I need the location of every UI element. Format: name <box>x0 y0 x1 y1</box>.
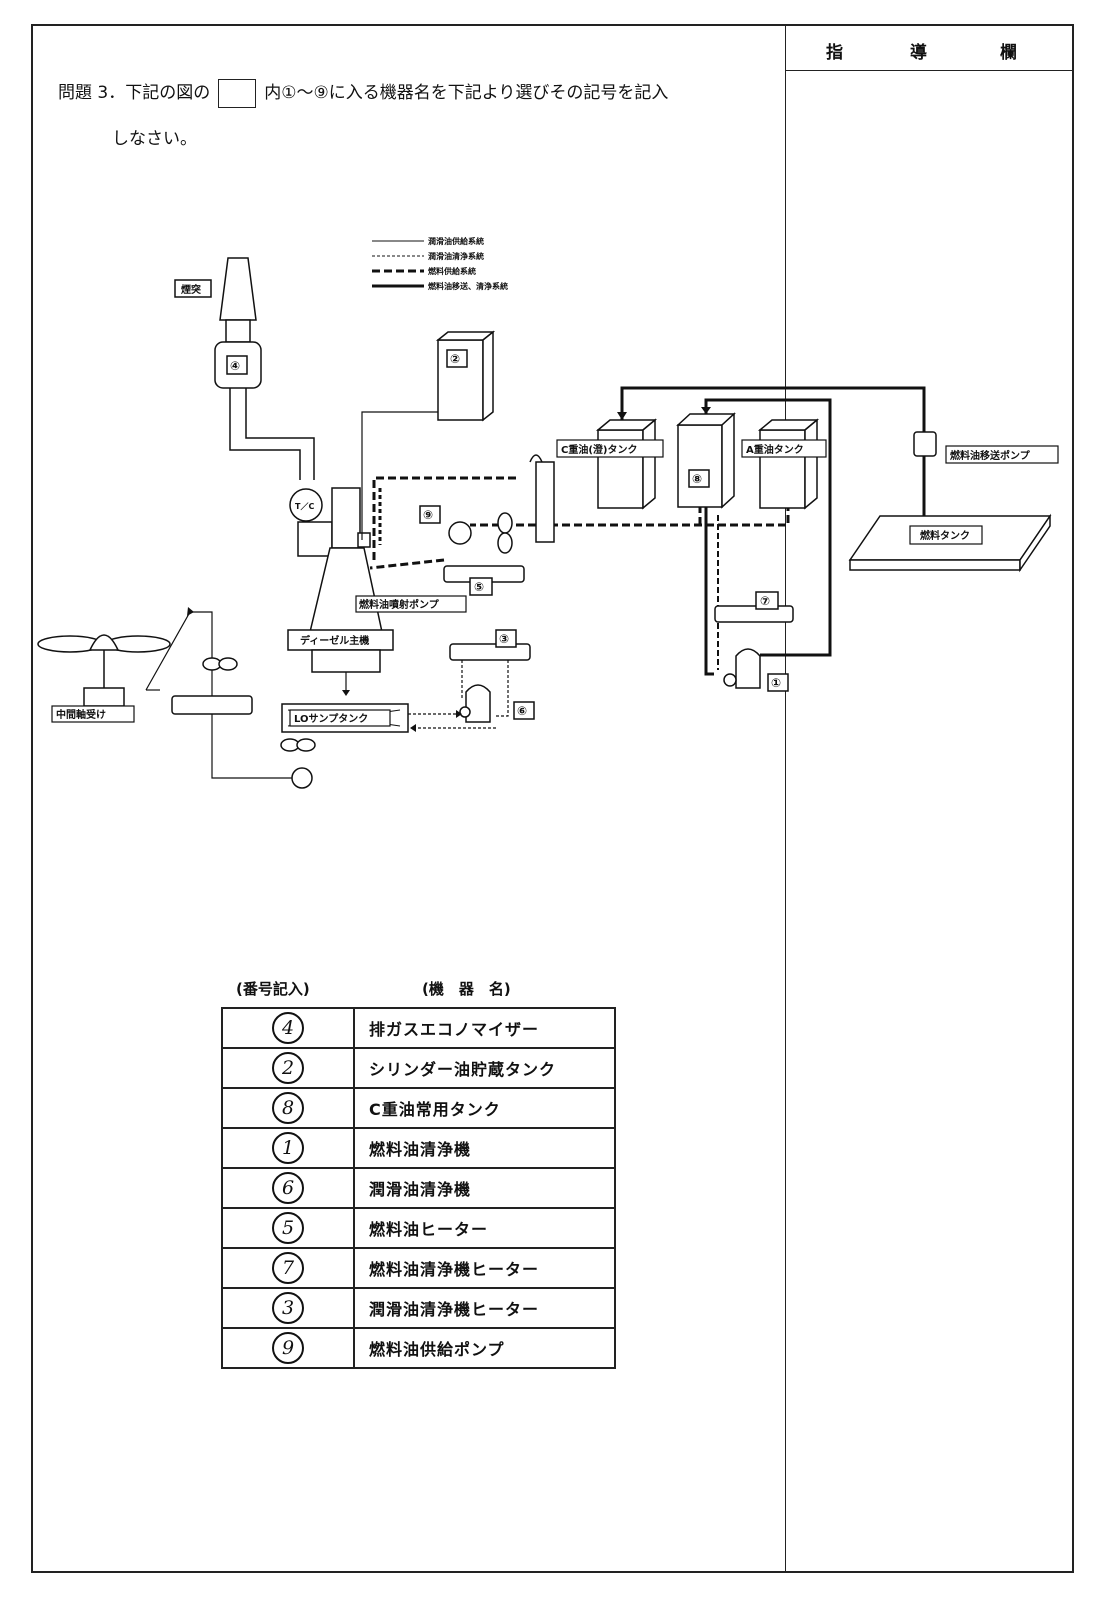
injection-pump-label: 燃料油噴射ポンプ <box>359 598 440 611</box>
equipment-name: 排ガスエコノマイザー <box>353 1007 616 1049</box>
legend: 潤滑油供給系統 潤滑油清浄系統 燃料供給系統 燃料油移送、清浄系統 <box>372 236 508 291</box>
question-line-1: 問題 3．下記の図の 内①～⑨に入る機器名を下記より選びその記号を記入 <box>58 78 668 108</box>
legend-lo-supply: 潤滑油供給系統 <box>428 236 484 246</box>
chimney-label: 煙突 <box>181 283 201 296</box>
lo-purifier-shape <box>465 684 491 723</box>
transfer-pump-label: 燃料油移送ポンプ <box>950 449 1031 462</box>
blank-number-5: ⑤ <box>474 580 484 594</box>
question-suffix: 内①～⑨に入る機器名を下記より選びその記号を記入 <box>264 83 669 103</box>
turbocharger-label: T／C <box>295 501 314 511</box>
main-engine-shape <box>309 547 383 633</box>
c-service-tank-shape <box>677 424 723 508</box>
guide-column-header: 指 導 欄 <box>786 26 1072 71</box>
handwritten-number: 5 <box>272 1212 304 1244</box>
guide-char-2: 導 <box>910 43 927 63</box>
legend-fuel-supply: 燃料供給系統 <box>428 266 476 276</box>
blank-number-3: ③ <box>499 632 509 646</box>
answer-col-number-heading: (番号記入) <box>236 980 310 998</box>
equipment-name: 潤滑油清浄機ヒーター <box>353 1287 616 1329</box>
answer-table: 4 排ガスエコノマイザー 2 シリンダー油貯蔵タンク 8 C重油常用タンク 1 … <box>221 1007 616 1369</box>
table-row: 1 燃料油清浄機 <box>221 1127 616 1169</box>
table-row: 4 排ガスエコノマイザー <box>221 1007 616 1049</box>
equipment-name: 潤滑油清浄機 <box>353 1167 616 1209</box>
guide-char-1: 指 <box>826 43 843 63</box>
table-row: 7 燃料油清浄機ヒーター <box>221 1247 616 1289</box>
intermediate-bearing-label: 中間軸受け <box>56 708 106 721</box>
question-prefix: 問題 3．下記の図の <box>58 83 211 103</box>
chimney-label-box <box>174 279 212 298</box>
equipment-name: 燃料油ヒーター <box>353 1207 616 1249</box>
legend-fuel-transfer: 燃料油移送、清浄系統 <box>428 281 508 291</box>
handwritten-number: 2 <box>272 1052 304 1084</box>
handwritten-number: 8 <box>272 1092 304 1124</box>
equipment-name: 燃料油清浄機ヒーター <box>353 1247 616 1289</box>
handwritten-number: 7 <box>272 1252 304 1284</box>
equipment-name: 燃料油清浄機 <box>353 1127 616 1169</box>
table-row: 9 燃料油供給ポンプ <box>221 1327 616 1369</box>
blank-number-7: ⑦ <box>760 594 770 608</box>
table-row: 3 潤滑油清浄機ヒーター <box>221 1287 616 1329</box>
turbocharger-shape <box>289 488 323 522</box>
guide-divider <box>785 24 786 1573</box>
handwritten-number: 3 <box>272 1292 304 1324</box>
blank-number-9: ⑨ <box>423 508 433 522</box>
blank-box-sample <box>218 78 257 108</box>
guide-char-3: 欄 <box>1000 43 1017 63</box>
chimney-shape <box>219 257 257 321</box>
table-row: 5 燃料油ヒーター <box>221 1207 616 1249</box>
table-row: 8 C重油常用タンク <box>221 1087 616 1129</box>
blank-number-4: ④ <box>230 359 240 373</box>
equipment-name: 燃料油供給ポンプ <box>353 1327 616 1369</box>
lo-sump-label: LOサンプタンク <box>294 712 368 725</box>
blank-number-1: ① <box>771 676 781 690</box>
fuel-purifier-shape <box>735 648 761 689</box>
a-heavy-tank-label: A重油タンク <box>746 443 804 456</box>
table-row: 6 潤滑油清浄機 <box>221 1167 616 1209</box>
c-heavy-tank-label: C重油(澄)タンク <box>561 443 637 456</box>
handwritten-number: 1 <box>272 1132 304 1164</box>
blank-number-2: ② <box>450 352 460 366</box>
answer-col-name-heading: (機 器 名) <box>422 980 511 998</box>
fuel-tank-label: 燃料タンク <box>920 529 970 542</box>
table-row: 2 シリンダー油貯蔵タンク <box>221 1047 616 1089</box>
system-diagram: 潤滑油供給系統 潤滑油清浄系統 燃料供給系統 燃料油移送、清浄系統 煙突 ④ T… <box>37 236 1059 789</box>
equipment-name: C重油常用タンク <box>353 1087 616 1129</box>
legend-lo-purify: 潤滑油清浄系統 <box>428 251 484 261</box>
transfer-pump-shape <box>913 431 937 457</box>
blank-number-8: ⑧ <box>692 472 702 486</box>
blank-number-6: ⑥ <box>517 704 527 718</box>
handwritten-number: 9 <box>272 1332 304 1364</box>
page-frame <box>31 24 1074 1573</box>
handwritten-number: 4 <box>272 1012 304 1044</box>
question-line-2: しなさい。 <box>112 129 197 149</box>
main-engine-label: ディーゼル主機 <box>300 634 369 647</box>
equipment-name: シリンダー油貯蔵タンク <box>353 1047 616 1089</box>
handwritten-number: 6 <box>272 1172 304 1204</box>
